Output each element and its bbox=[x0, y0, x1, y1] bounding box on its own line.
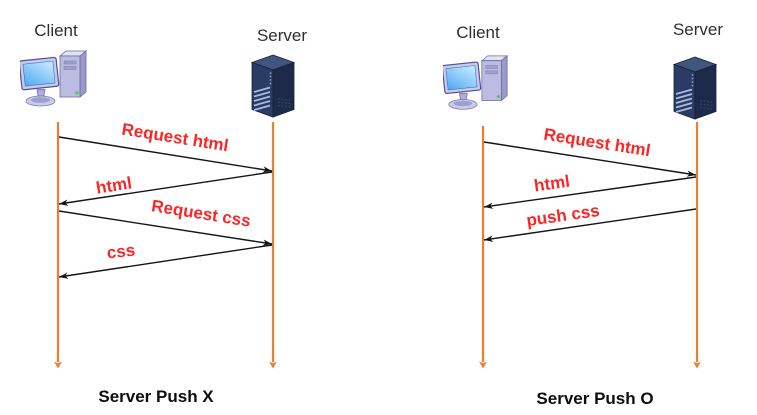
arrow-html bbox=[58, 171, 273, 206]
monitor-neck bbox=[36, 89, 46, 97]
lifelines-right bbox=[479, 122, 701, 369]
arrow-request-html bbox=[58, 136, 273, 173]
client-computer-icon bbox=[20, 50, 88, 107]
client-title: Client bbox=[34, 21, 78, 40]
vent-grid bbox=[700, 100, 713, 110]
vent-grid bbox=[278, 98, 291, 108]
client-computer-icon bbox=[443, 54, 509, 110]
server-tower-icon bbox=[250, 54, 296, 118]
tower bbox=[480, 54, 509, 102]
caption-server-push-x: Server Push X bbox=[98, 387, 214, 406]
monitor-base-inner bbox=[31, 97, 50, 103]
messages-left bbox=[58, 136, 273, 279]
caption-server-push-o: Server Push O bbox=[536, 389, 654, 408]
message-label-css: css bbox=[105, 240, 137, 263]
server-body bbox=[672, 56, 718, 120]
monitor bbox=[443, 61, 482, 95]
server-tower-icon bbox=[672, 56, 718, 120]
server-body bbox=[250, 54, 296, 118]
drive-bay-slats bbox=[253, 86, 271, 111]
status-leds bbox=[691, 74, 694, 87]
monitor-neck bbox=[459, 92, 468, 100]
monitor bbox=[20, 56, 60, 91]
drive-bay-slats bbox=[675, 88, 693, 113]
client-title: Client bbox=[456, 23, 500, 42]
server-title: Server bbox=[672, 20, 724, 39]
arrow-request-html bbox=[483, 141, 697, 177]
arrow-html bbox=[483, 176, 697, 209]
arrow-request-css bbox=[58, 210, 273, 246]
lifelines-left bbox=[54, 122, 277, 369]
arrow-css bbox=[58, 244, 273, 279]
server-title: Server bbox=[256, 26, 308, 45]
messages-right bbox=[483, 141, 697, 242]
monitor-base-inner bbox=[453, 100, 473, 107]
arrow-push-css bbox=[483, 208, 697, 242]
status-leds bbox=[269, 72, 272, 85]
tower bbox=[58, 50, 88, 98]
